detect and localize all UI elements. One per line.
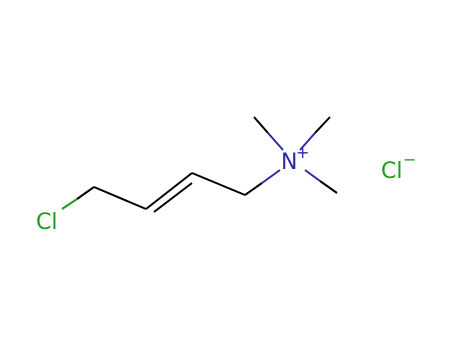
bond-c4-n [244, 169, 281, 196]
bond-cl-c1 [61, 186, 95, 210]
bond-c2-c3-double [145, 172, 193, 213]
atom-label-nitrogen: N [281, 150, 297, 175]
nitrogen-charge: + [296, 143, 309, 162]
bond-n-methyl-upper-left [253, 116, 284, 151]
chloride-ion-charge: − [403, 150, 416, 169]
atom-label-cl: Cl [36, 210, 57, 235]
bond-n-methyl-lower-right [304, 169, 338, 194]
bond-n-methyl-upper-right [299, 116, 331, 151]
bond-c1-c2 [93, 186, 147, 210]
chloride-ion-label: Cl [381, 159, 402, 184]
bond-c3-c4 [191, 172, 246, 196]
